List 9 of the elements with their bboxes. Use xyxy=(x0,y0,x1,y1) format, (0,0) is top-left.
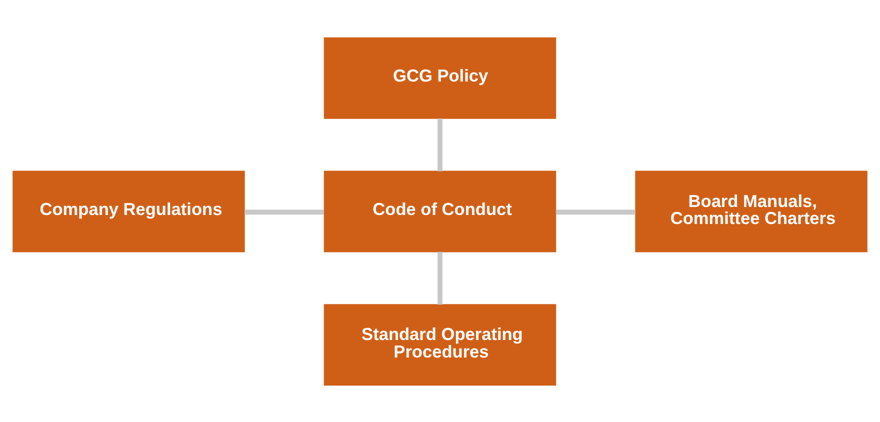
connector xyxy=(556,209,636,214)
node-box: GCG Policy xyxy=(324,36,556,118)
node-box: Code of Conduct xyxy=(324,170,556,252)
connector xyxy=(438,251,442,304)
connector xyxy=(244,209,324,214)
node-box: Board Manuals, Committee Charters xyxy=(635,170,868,252)
node-box: Standard Operating Procedures xyxy=(324,304,556,386)
node-box: Company Regulations xyxy=(12,170,245,252)
connector xyxy=(438,118,442,171)
